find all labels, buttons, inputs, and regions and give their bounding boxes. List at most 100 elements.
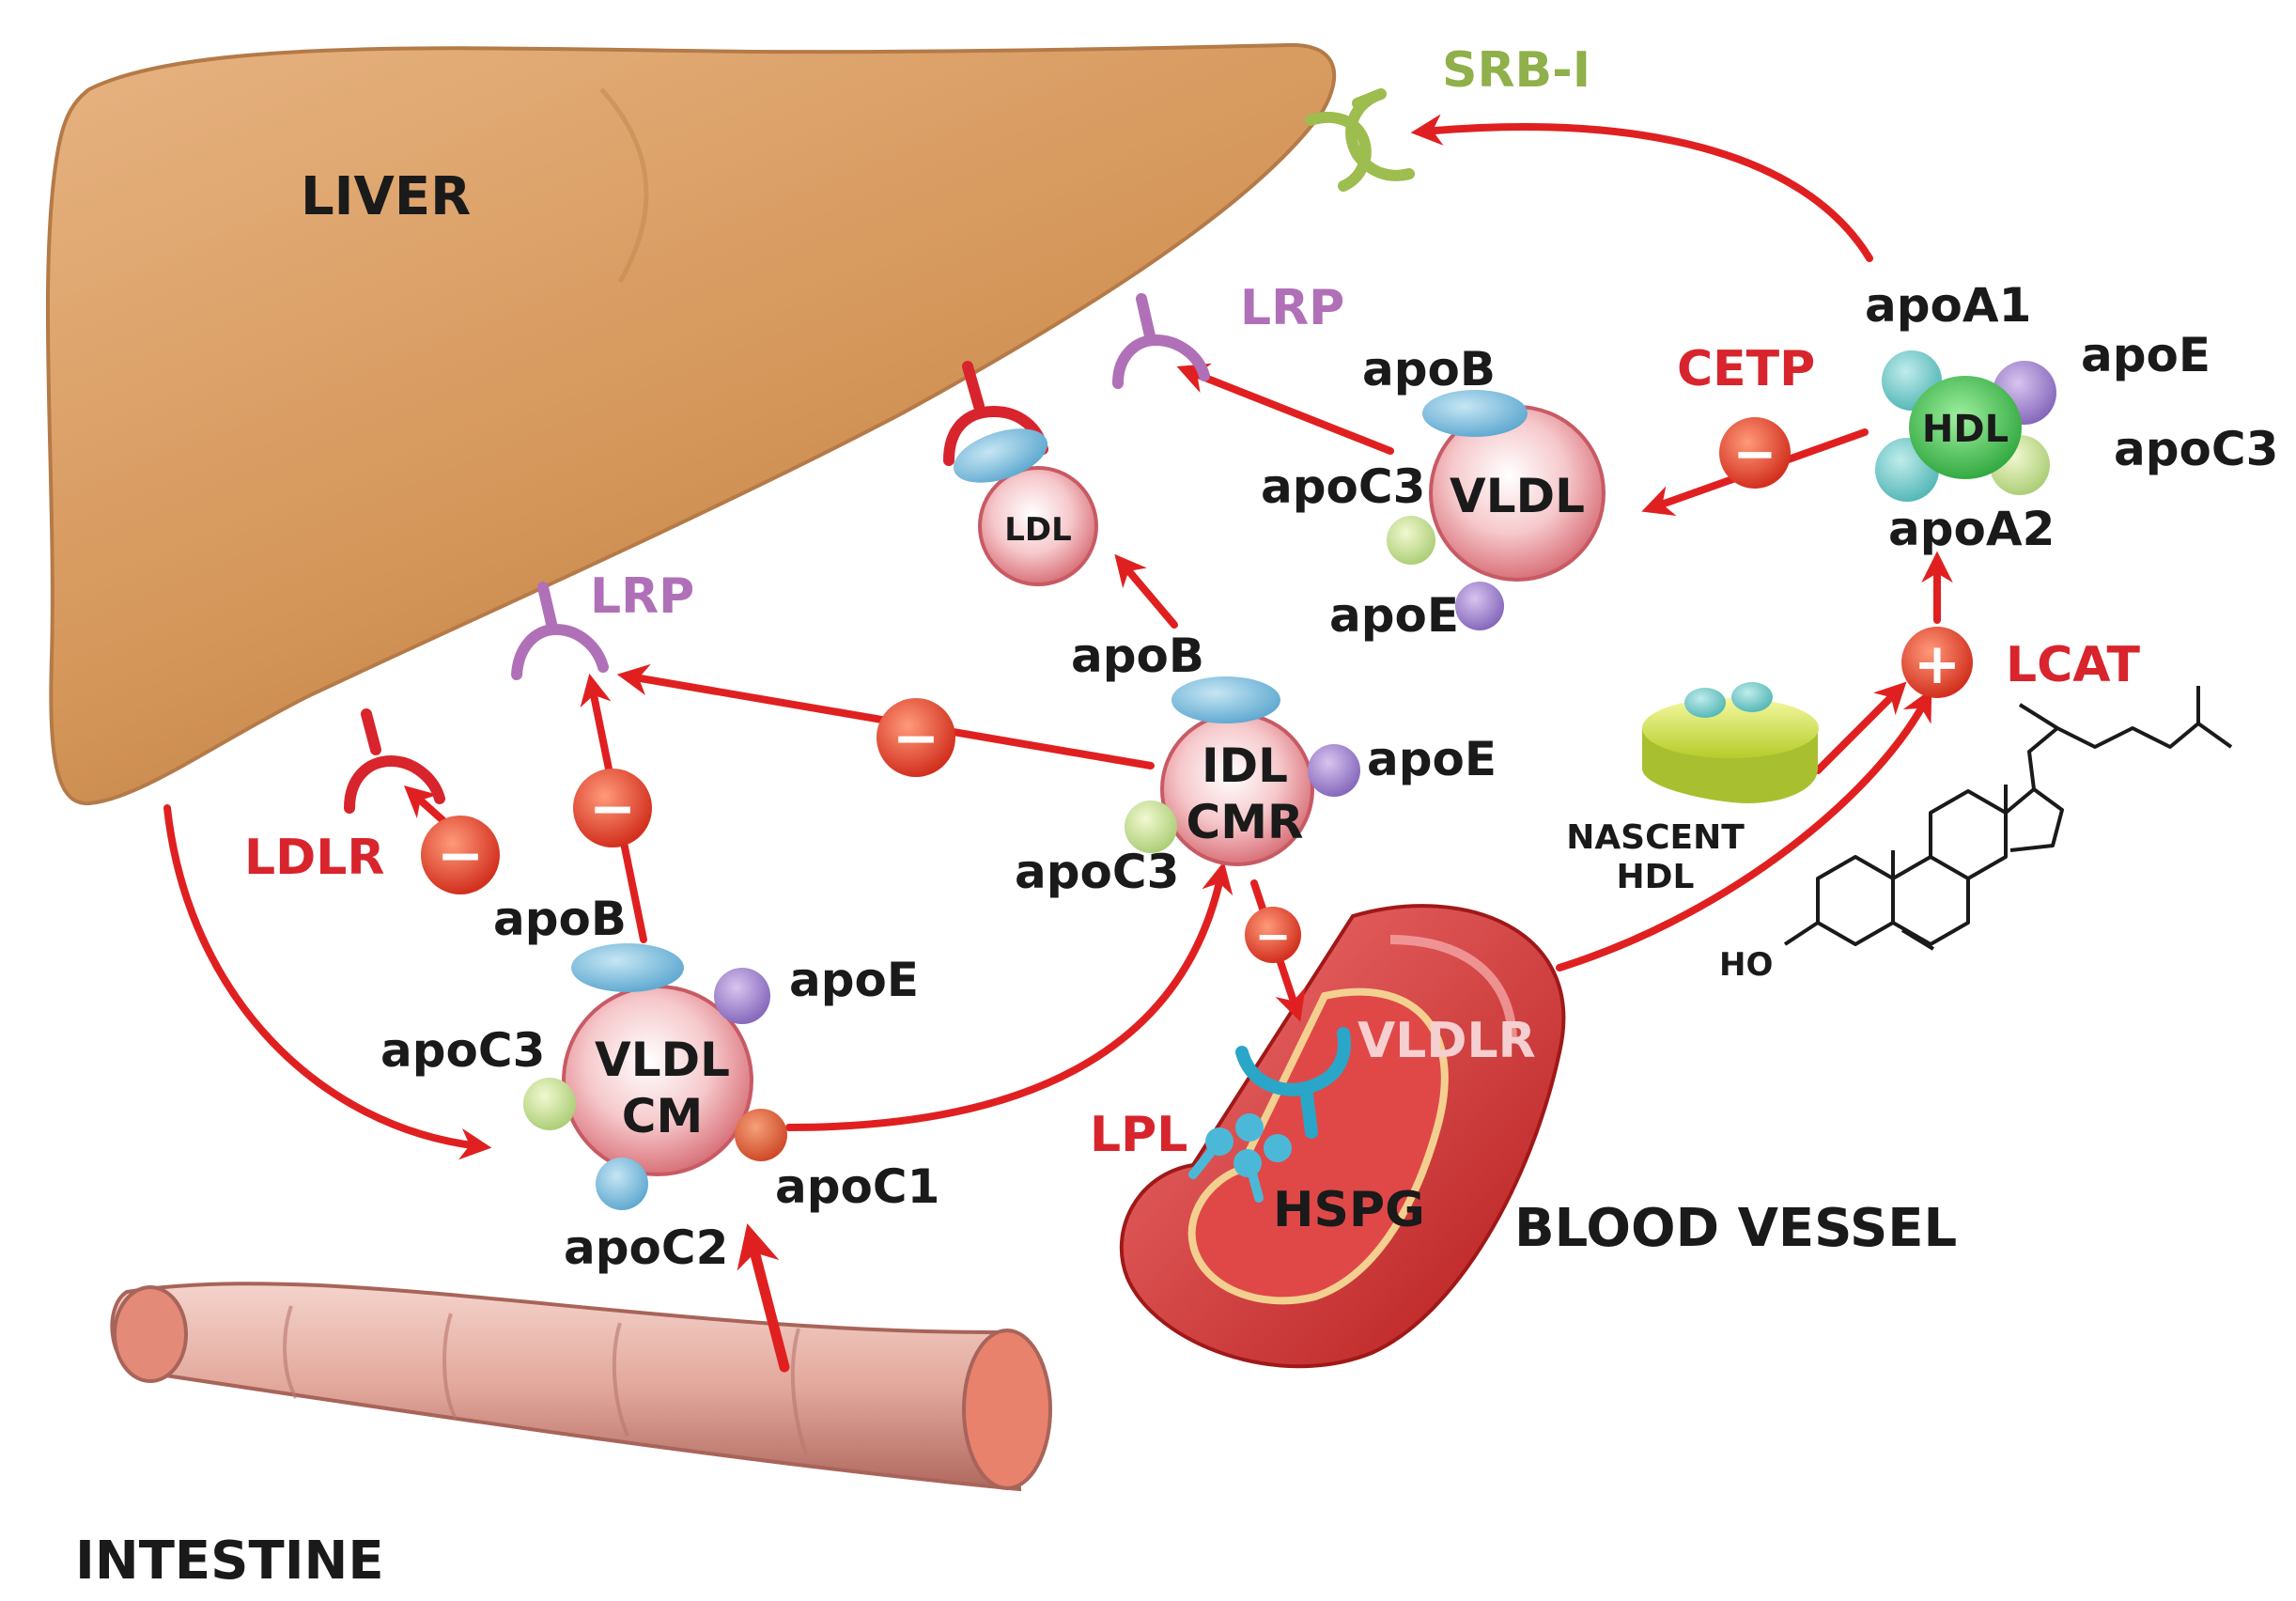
minus-sign-icon xyxy=(421,816,500,894)
idl-lrp-inhibition-badge: − xyxy=(877,698,955,777)
cholesterol-ring-d xyxy=(2004,787,2064,852)
nascent-blob xyxy=(1684,688,1726,718)
hdl-core xyxy=(1909,376,2022,479)
srb1-label: SRB-I xyxy=(1442,42,1590,99)
cholesterol-structure: HO xyxy=(1719,686,2233,984)
vldl-top-particle: VLDL apoB apoC3 apoE xyxy=(1261,342,1606,643)
liver-lobe-line xyxy=(599,87,649,284)
vldl-cm-particle: VLDL CM apoB apoE apoC3 apoC1 apoC2 xyxy=(380,892,939,1275)
nascent-hdl: NASCENT HDL xyxy=(1566,682,1819,896)
idl-apob-label: apoB xyxy=(1071,629,1204,683)
idl-apoc3-blob xyxy=(1125,800,1177,853)
idl-cmr-particle: IDL CMR apoB apoE apoC3 xyxy=(1015,629,1497,899)
srb1-receptor: SRB-I xyxy=(1305,42,1590,192)
lcat-plus: + xyxy=(1914,631,1961,697)
lrp-top-label: LRP xyxy=(1240,280,1344,336)
ldlr-label: LDLR xyxy=(244,830,384,886)
idl-label-line1: IDL xyxy=(1202,738,1288,793)
hdl-label: HDL xyxy=(1922,408,2009,451)
vldl-top-apob-label: apoB xyxy=(1362,342,1496,396)
cholesterol-ho-label: HO xyxy=(1719,946,1773,984)
ldl-apob-blob xyxy=(953,428,1048,483)
vessel-lumen xyxy=(1187,987,1449,1305)
hspg-stalk xyxy=(1188,1137,1264,1203)
cholesterol-side-chain xyxy=(2018,686,2233,790)
intestine-fold xyxy=(442,1313,458,1420)
hdl-apoa1-label: apoA1 xyxy=(1865,278,2031,333)
hdl-apoc3-label: apoC3 xyxy=(2114,422,2278,476)
ldlr-inhibition-badge: − xyxy=(421,816,500,894)
minus-sign-icon xyxy=(877,698,955,777)
lrp-left-receptor-shape xyxy=(511,582,609,680)
plus-sign-icon xyxy=(1901,627,1973,698)
vldl-top-label: VLDL xyxy=(1450,469,1585,523)
arrow-vldl-to-lrp-top xyxy=(1176,363,1394,455)
nascent-hdl-top xyxy=(1642,698,1819,758)
intestine-left-end xyxy=(113,1285,188,1383)
cetp-label: CETP xyxy=(1677,341,1815,397)
minus-sign-icon xyxy=(1719,417,1791,489)
vldl-cm-apob-blob xyxy=(571,943,684,992)
minus-sign-icon xyxy=(1245,907,1301,963)
intestine-tube xyxy=(110,1282,1022,1492)
cholesterol-double-bond xyxy=(1900,928,1935,951)
vldl-cm-apoc2-blob xyxy=(596,1158,648,1210)
intestine-fold xyxy=(790,1328,808,1455)
arrow-intestine-to-cm xyxy=(737,1223,790,1373)
ldlr-receptor: LDLR xyxy=(244,708,445,886)
arrow-vessel-to-lcat xyxy=(1556,689,1932,971)
cm-lrp-inhibition-badge: − xyxy=(573,769,652,847)
idl-apoe-blob xyxy=(1308,744,1360,797)
lpl-label: LPL xyxy=(1090,1107,1187,1163)
blood-vessel-label: BLOOD VESSEL xyxy=(1514,1198,1957,1259)
ldlr-minus: − xyxy=(437,823,484,889)
hdl-particle: HDL apoA1 apoE apoC3 apoA2 xyxy=(1865,278,2278,556)
nascent-blob xyxy=(1731,682,1773,712)
hdl-apoa2-label: apoA2 xyxy=(1888,502,2055,556)
lrp-top-receptor: LRP xyxy=(1112,280,1344,389)
vldl-cm-apoc3-label: apoC3 xyxy=(380,1023,545,1078)
vessel-minus: − xyxy=(1255,910,1292,961)
vldl-cm-apob-label: apoB xyxy=(493,892,627,946)
arrow-hdl-to-srb1 xyxy=(1410,114,1873,262)
lcat-activation-badge: + LCAT xyxy=(1901,627,2141,698)
vldl-cm-apoc3-blob xyxy=(523,1078,576,1130)
ldl-sphere xyxy=(978,466,1098,586)
vldl-top-apoc3-label: apoC3 xyxy=(1261,459,1425,514)
lcat-label: LCAT xyxy=(2006,637,2141,693)
lpl-hspg-complex: LPL HSPG xyxy=(1090,1107,1425,1238)
vessel-inhibition-badge: − xyxy=(1245,907,1301,963)
vldl-top-apoe-label: apoE xyxy=(1329,588,1459,643)
liver-shape xyxy=(45,42,1337,806)
vldl-cm-label-line2: CM xyxy=(622,1089,703,1143)
lpl-blob xyxy=(1264,1134,1292,1162)
vldl-cm-apoe-label: apoE xyxy=(789,953,919,1007)
ldl-particle: LDL xyxy=(953,428,1098,586)
liver: LIVER xyxy=(45,42,1337,806)
idl-label-line2: CMR xyxy=(1187,795,1304,849)
vldl-top-apob-blob xyxy=(1422,390,1528,437)
cm-lrp-minus: − xyxy=(589,776,636,842)
vldl-top-apoe-blob xyxy=(1455,582,1504,630)
hspg-label: HSPG xyxy=(1273,1182,1425,1238)
intestine-label: INTESTINE xyxy=(75,1531,384,1592)
vldlr-receptor: VLDLR xyxy=(1235,1013,1536,1139)
idl-apob-blob xyxy=(1171,676,1280,723)
vldl-cm-apoc2-label: apoC2 xyxy=(564,1220,728,1275)
arrow-liver-to-cm xyxy=(163,804,492,1160)
intestine-fold xyxy=(612,1322,629,1437)
lrp-left-label: LRP xyxy=(590,568,694,625)
cetp-inhibition-badge: − CETP xyxy=(1677,341,1815,489)
idl-apoe-label: apoE xyxy=(1367,732,1497,786)
nascent-hdl-label-line1: NASCENT xyxy=(1566,818,1745,857)
lrp-top-receptor-shape xyxy=(1112,293,1210,389)
hdl-apoe-label: apoE xyxy=(2081,328,2211,382)
arrow-cm-to-idl xyxy=(785,861,1233,1131)
lpl-blob xyxy=(1235,1113,1264,1142)
liver-label: LIVER xyxy=(301,166,471,227)
ldl-label: LDL xyxy=(1004,511,1072,549)
idl-lrp-minus: − xyxy=(892,706,939,771)
cholesterol-ring-c xyxy=(1929,789,2008,880)
vldl-cm-apoc1-blob xyxy=(735,1109,787,1161)
